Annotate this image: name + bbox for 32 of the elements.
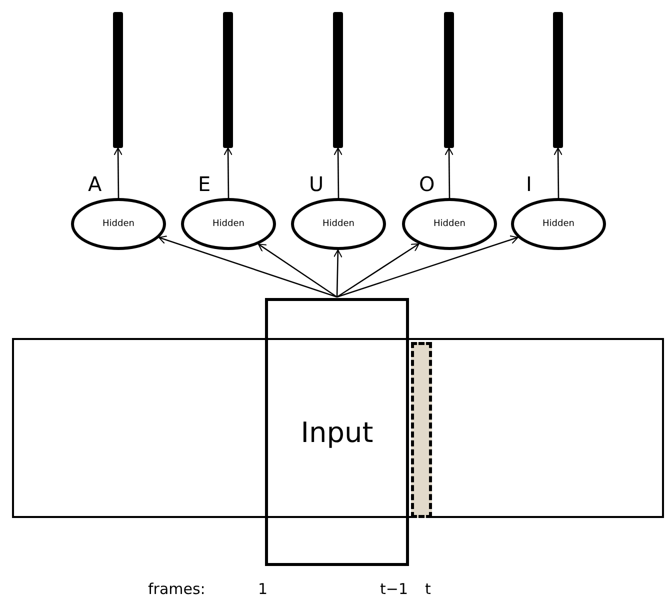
input-window-box: Input — [265, 298, 409, 566]
hidden-node: Hidden — [511, 198, 606, 250]
output-label: U — [309, 172, 324, 196]
hidden-node: Hidden — [402, 198, 497, 250]
output-bar — [333, 12, 343, 148]
arrow — [258, 244, 338, 298]
arrow — [224, 147, 233, 198]
frame-number: t−1 — [380, 580, 408, 598]
arrow — [158, 236, 338, 298]
current-frame-box — [411, 342, 432, 518]
output-label: O — [419, 172, 435, 196]
hidden-node: Hidden — [181, 198, 276, 250]
arrow — [444, 147, 454, 198]
output-bar — [553, 12, 563, 148]
input-sequence-band — [12, 338, 664, 518]
arrow — [336, 235, 518, 298]
frame-number: 1 — [258, 580, 268, 598]
hidden-node: Hidden — [71, 198, 166, 250]
output-bar — [113, 12, 123, 148]
frame-number: t — [425, 580, 431, 598]
arrow — [334, 147, 343, 198]
output-label: I — [526, 172, 532, 196]
output-label: A — [88, 172, 102, 196]
output-bar — [444, 12, 454, 148]
arrow — [114, 147, 123, 198]
output-bar — [223, 12, 233, 148]
hidden-node: Hidden — [291, 198, 386, 250]
arrow — [333, 249, 342, 298]
arrow — [336, 243, 420, 298]
arrow — [554, 147, 563, 198]
output-label: E — [198, 172, 211, 196]
axis-label: frames: — [148, 580, 206, 598]
